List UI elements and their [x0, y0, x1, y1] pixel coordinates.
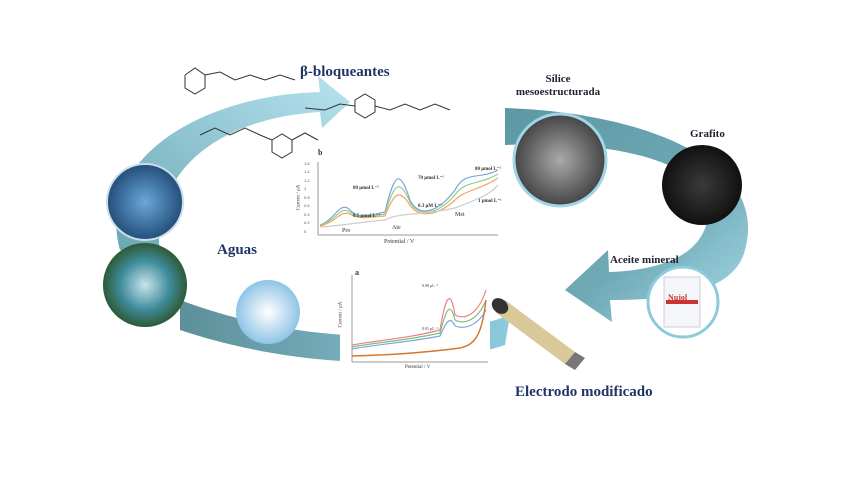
nujol-brand: Nujol: [668, 293, 688, 302]
voltammogram-top: [300, 150, 500, 250]
chart-annotation: 0.01 µL⁻¹: [422, 326, 439, 331]
ytick: 1: [304, 186, 307, 191]
chart-annotation: 0.3 µM L⁻¹: [418, 204, 442, 209]
peak-label: Met: [455, 212, 465, 218]
bottom-chart-panel: a: [355, 268, 359, 277]
ytick: 0.2: [304, 220, 310, 225]
top-chart-ylabel: Current / µA: [296, 184, 302, 211]
molecule-structures: [184, 67, 451, 159]
peak-label: Ate: [392, 225, 401, 231]
ytick: 1.4: [304, 169, 310, 174]
bottom-chart-ylabel: Current / µA: [338, 301, 344, 328]
graphite-label: Grafito: [690, 128, 725, 140]
ytick: 1.6: [304, 160, 310, 166]
top-chart-panel: b: [318, 148, 323, 157]
silica-image: [512, 112, 608, 208]
chart-annotation: 0.08 µL⁻¹: [422, 283, 439, 288]
mineral-oil-label: Aceite mineral: [610, 254, 679, 266]
electrode-label: Electrodo modificado: [515, 384, 653, 400]
waters-label: Aguas: [217, 242, 258, 258]
chart-annotation: 70 µmol L⁻¹: [418, 176, 444, 181]
peak-label: Pro: [342, 228, 351, 234]
top-chart-yticks: 0 0.2 0.4 0.6 0.8 1 1.2 1.4 1.6: [304, 160, 310, 236]
ytick: 0: [304, 228, 307, 234]
river-image: [103, 243, 187, 327]
graphite-image: [662, 145, 742, 225]
bottom-chart-xlabel: Potential / V: [405, 365, 431, 370]
silica-label: Sílice mesoestructurada: [515, 73, 601, 98]
chart-annotation: 80 µmol L⁻¹: [475, 167, 501, 172]
top-chart-xlabel: Potential / V: [384, 239, 415, 245]
beta-blockers-label: β-bloqueantes: [300, 64, 390, 80]
ytick: 0.6: [304, 203, 310, 208]
water-treatment-image: [106, 163, 184, 241]
voltammogram-bottom: [340, 268, 490, 373]
chart-annotation: 80 µmol L⁻¹: [353, 186, 379, 191]
chart-annotation: 0.5 µmol L⁻¹: [353, 214, 381, 219]
ytick: 0.4: [304, 211, 310, 217]
water-splash-image: [236, 280, 300, 344]
electrode-image: [491, 298, 585, 370]
ytick: 1.2: [304, 177, 310, 183]
chart-annotation: 1 µmol L⁻¹: [478, 199, 502, 204]
ytick: 0.8: [304, 194, 310, 200]
